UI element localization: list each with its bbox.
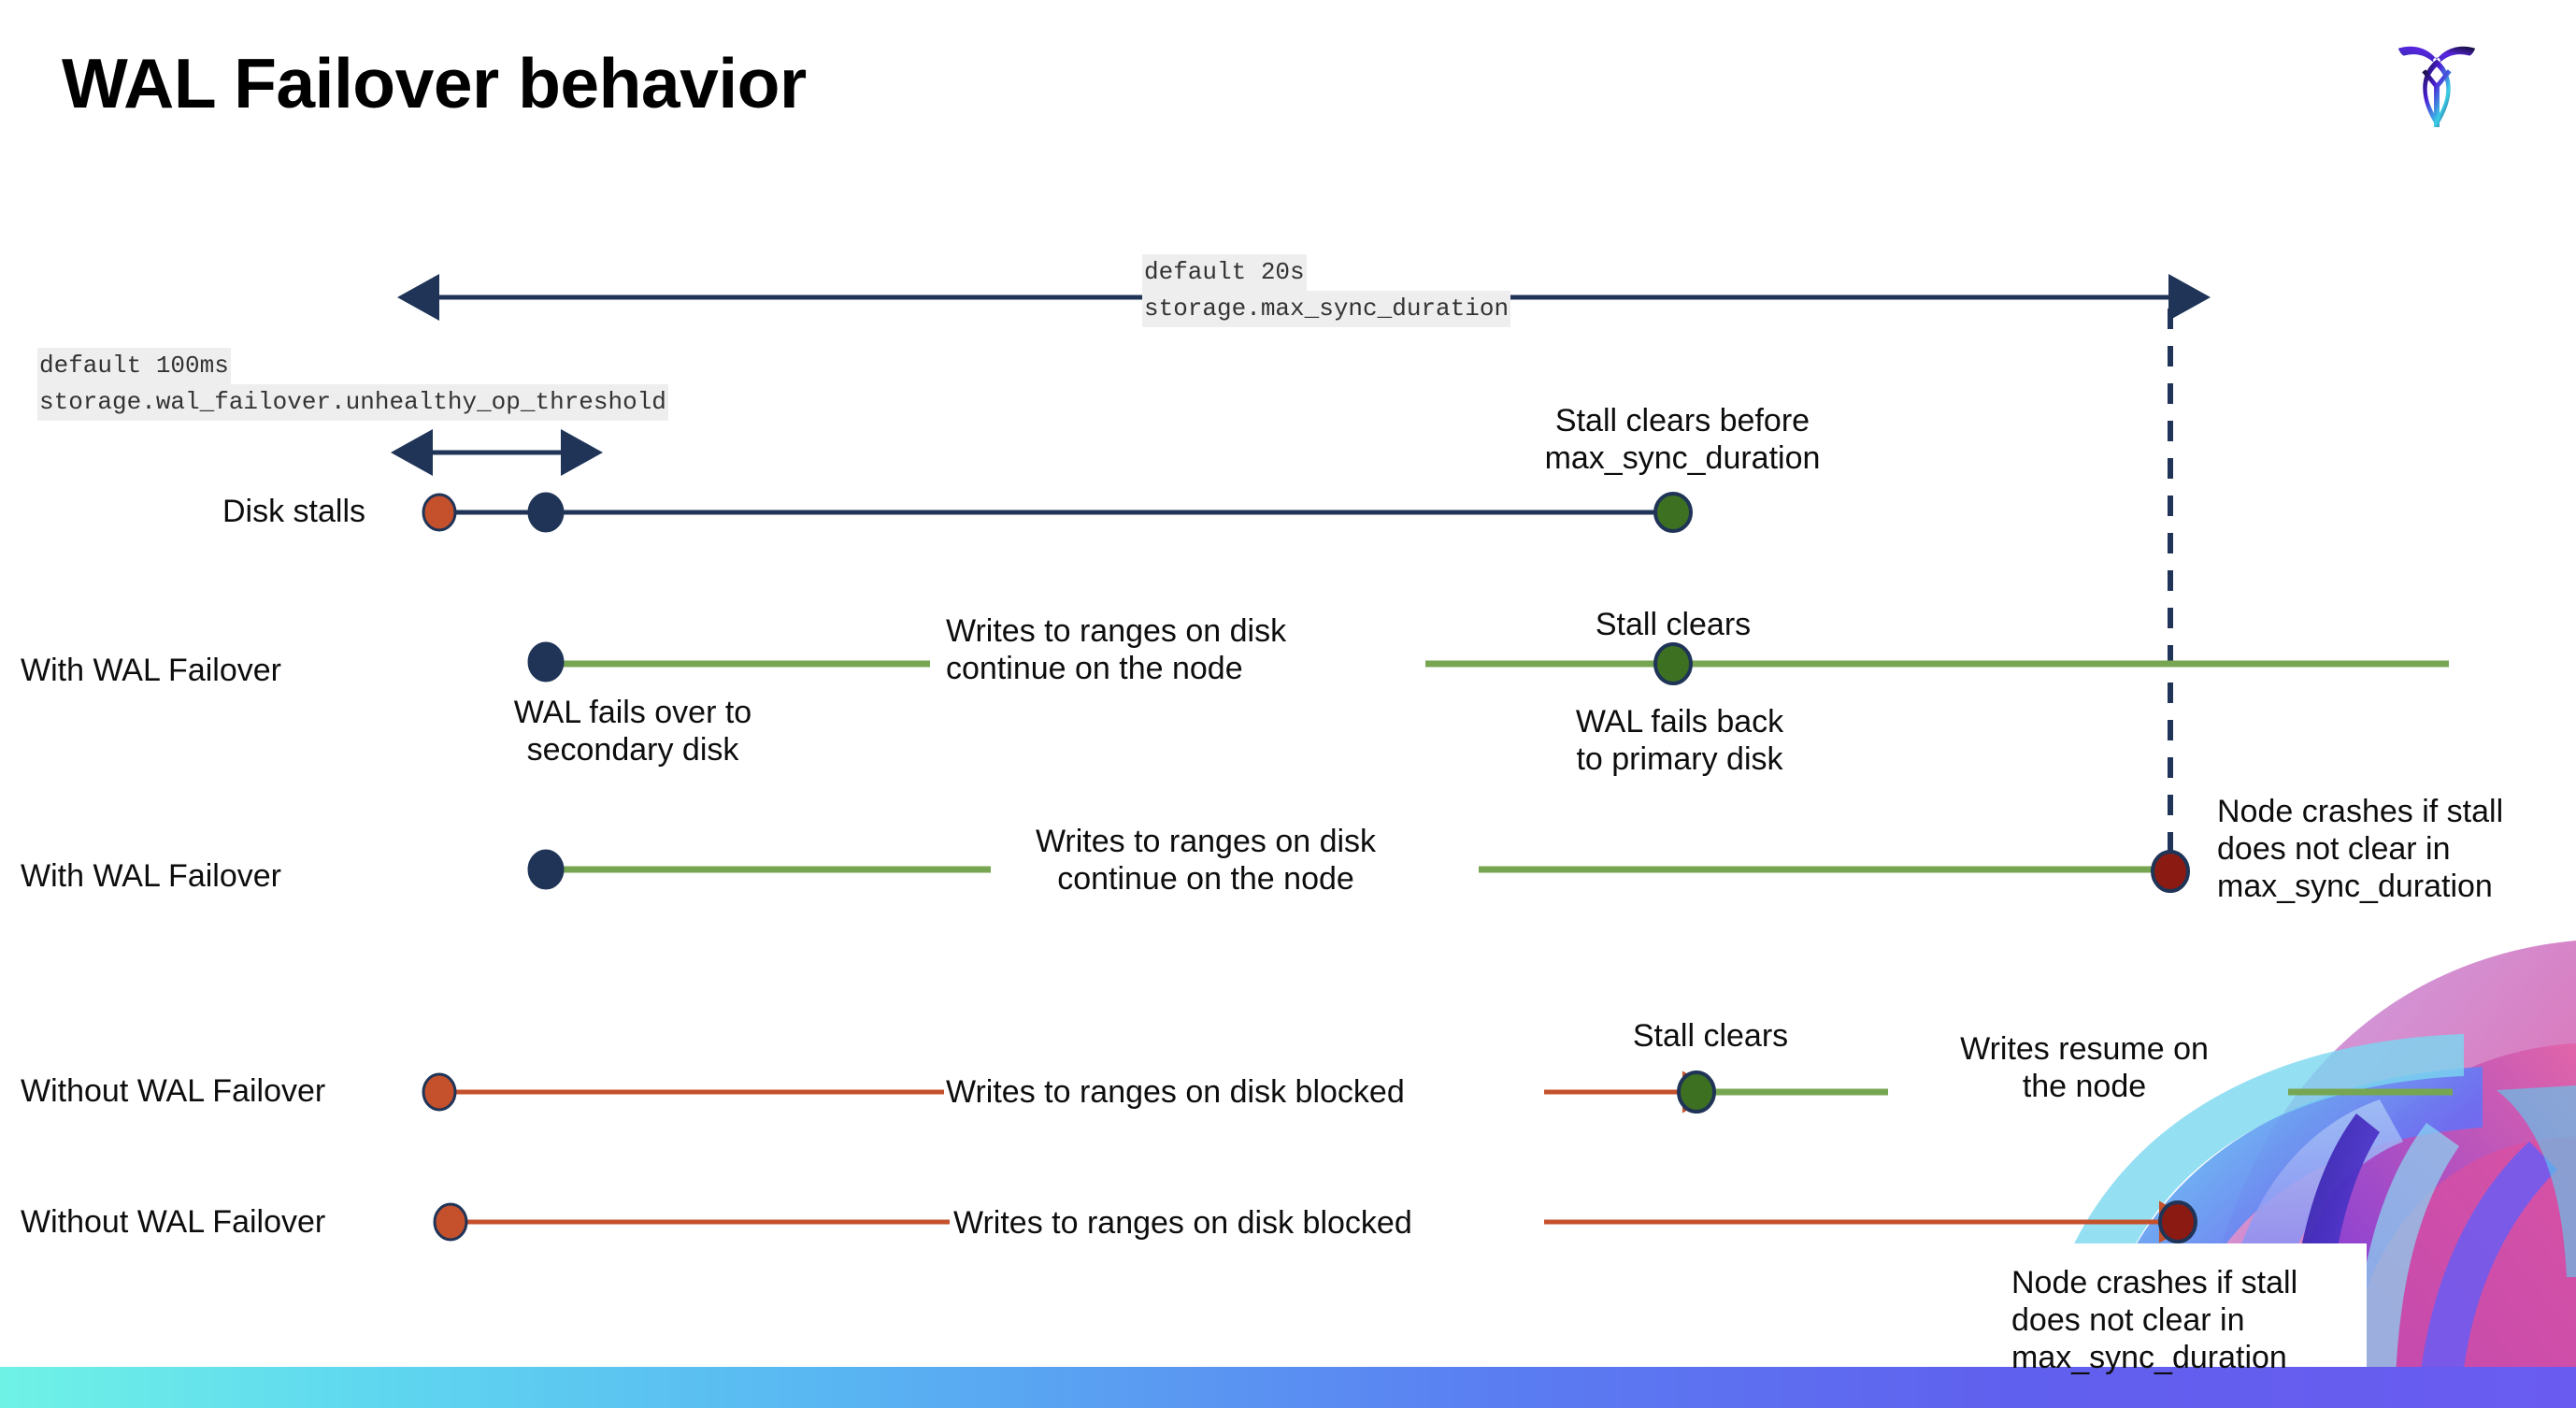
callout-stall-clears-row4: Stall clears bbox=[1632, 1018, 1789, 1054]
row3-failover-marker bbox=[527, 849, 565, 890]
callout-node-crashes-row5: Node crashes if stall does not clear in … bbox=[2011, 1265, 2298, 1376]
row4-stall-clears-marker bbox=[1677, 1070, 1716, 1113]
callout-stall-clears-before: Stall clears before max_sync_duration bbox=[1544, 403, 1821, 477]
row-label-with-wal-failover-2: With WAL Failover bbox=[21, 858, 281, 894]
row-label-without-wal-failover-1: Without WAL Failover bbox=[21, 1073, 326, 1109]
callout-stall-clears-row2: Stall clears bbox=[1595, 607, 1752, 642]
unhealthy-setting: storage.wal_failover.unhealthy_op_thresh… bbox=[37, 383, 668, 421]
row1-stall-clears-marker bbox=[1653, 492, 1693, 533]
callout-writes-continue-row3: Writes to ranges on disk continue on the… bbox=[1035, 824, 1377, 898]
row-label-without-wal-failover-2: Without WAL Failover bbox=[21, 1204, 326, 1240]
page-title: WAL Failover behavior bbox=[62, 44, 807, 122]
callout-writes-blocked-row5: Writes to ranges on disk blocked bbox=[953, 1205, 1412, 1241]
max-sync-setting: storage.max_sync_duration bbox=[1142, 290, 1511, 327]
cockroachdb-logo-icon bbox=[2391, 32, 2483, 135]
callout-writes-continue-row2: Writes to ranges on disk continue on the… bbox=[946, 613, 1287, 687]
row-label-disk-stalls: Disk stalls bbox=[222, 494, 366, 529]
callout-backing-edge bbox=[1963, 1245, 1974, 1393]
row1-failover-marker bbox=[527, 492, 565, 533]
callout-writes-blocked-row4: Writes to ranges on disk blocked bbox=[946, 1074, 1405, 1110]
max-sync-default: default 20s bbox=[1142, 254, 1307, 291]
row1-stall-start-marker bbox=[422, 493, 457, 532]
annotation-unhealthy-op-threshold: default 100ms storage.wal_failover.unhea… bbox=[37, 348, 668, 421]
callout-wal-fails-over: WAL fails over to secondary disk bbox=[513, 695, 752, 769]
row5-node-crash-marker bbox=[2158, 1200, 2197, 1243]
row2-stall-clears-marker bbox=[1653, 642, 1693, 685]
row3-node-crash-marker bbox=[2151, 850, 2190, 893]
annotation-max-sync-duration: default 20s storage.max_sync_duration bbox=[1142, 254, 1511, 327]
unhealthy-default: default 100ms bbox=[37, 348, 231, 384]
callout-node-crashes-row3: Node crashes if stall does not clear in … bbox=[2217, 794, 2504, 905]
row2-failover-marker bbox=[527, 641, 565, 682]
callout-wal-fails-back: WAL fails back to primary disk bbox=[1575, 704, 1784, 778]
row4-stall-start-marker bbox=[422, 1072, 457, 1112]
callout-writes-resume: Writes resume on the node bbox=[1960, 1031, 2209, 1105]
row-label-with-wal-failover-1: With WAL Failover bbox=[21, 653, 281, 688]
row5-stall-start-marker bbox=[433, 1202, 468, 1242]
